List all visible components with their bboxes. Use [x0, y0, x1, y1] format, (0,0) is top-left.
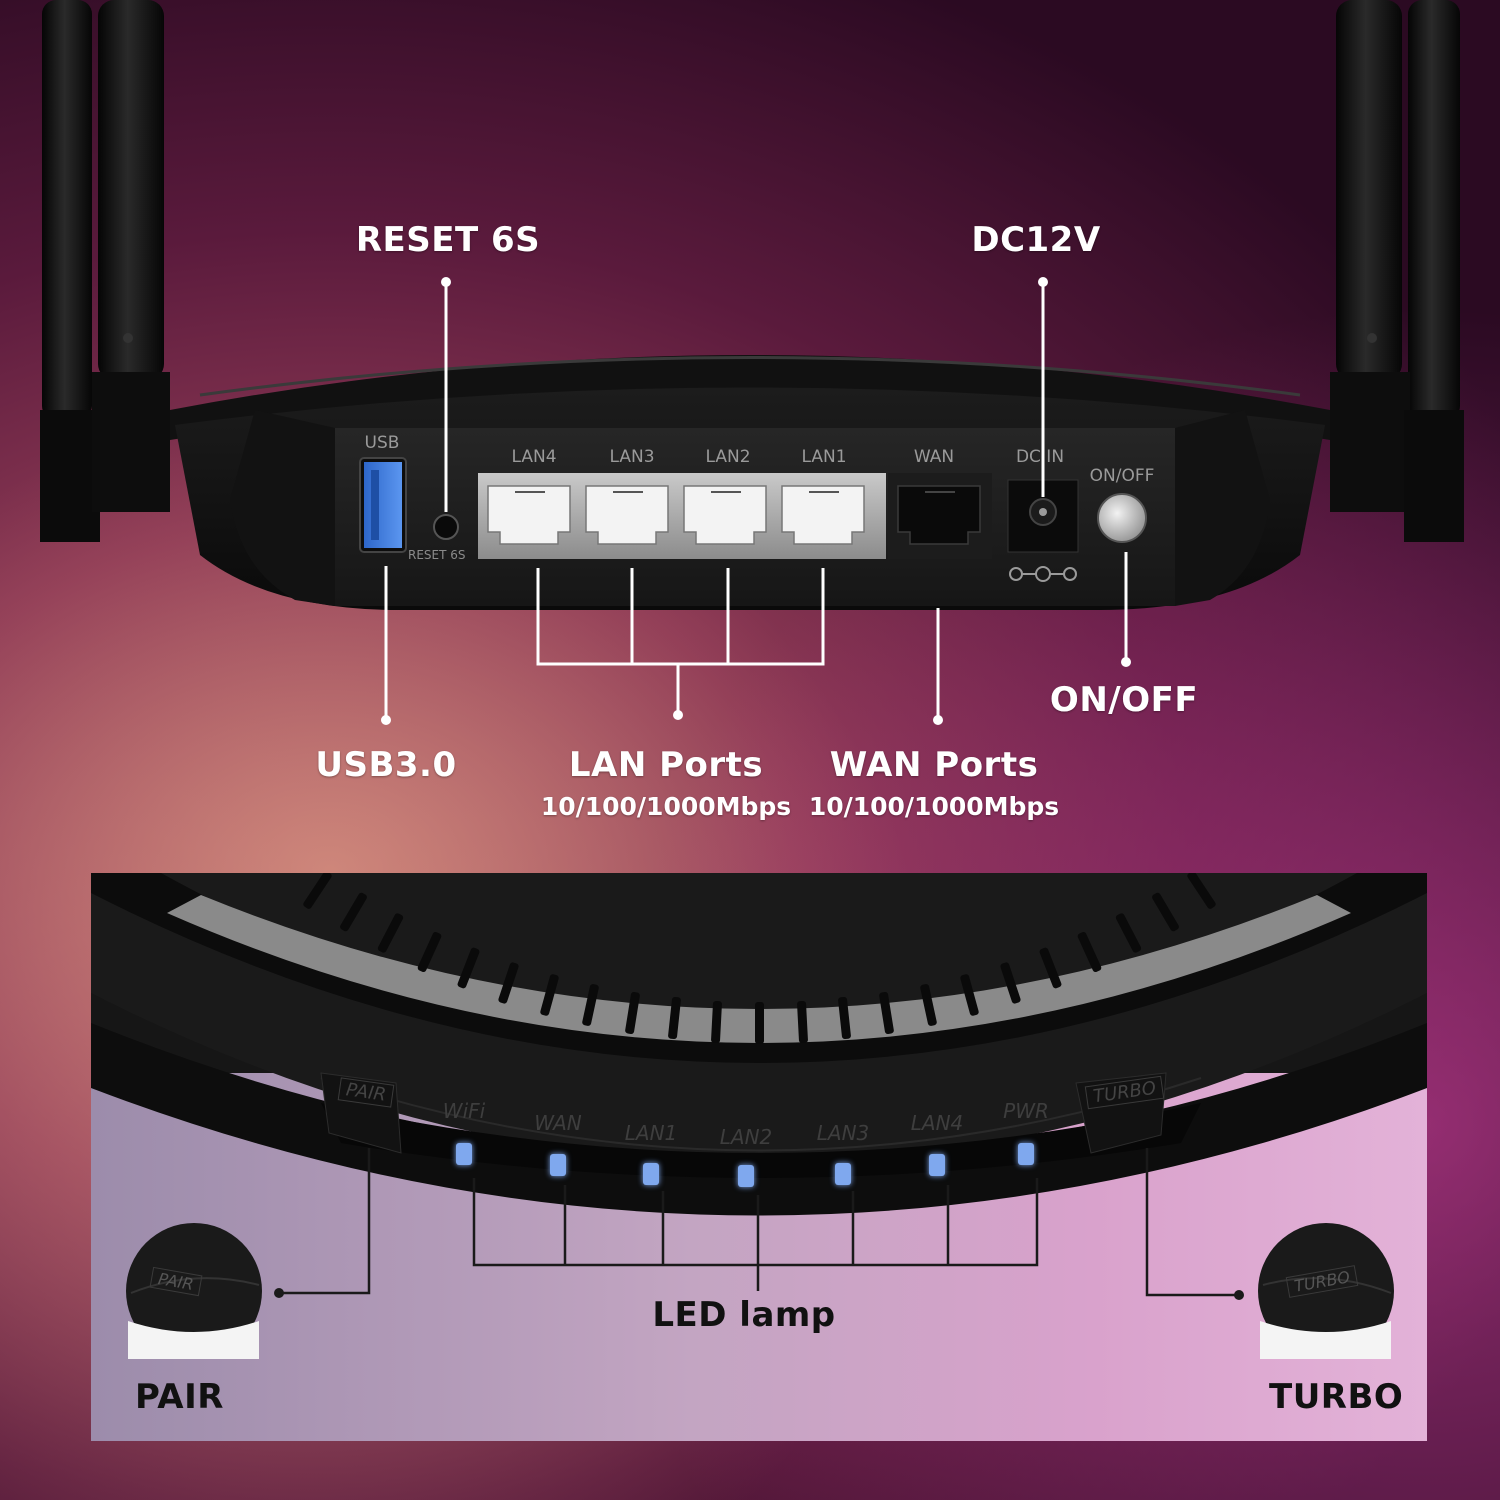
led-label-lan1: LAN1: [624, 1121, 678, 1145]
callout-lan-speed: 10/100/1000Mbps: [540, 792, 792, 821]
router-rear-illustration: [40, 0, 1464, 610]
led-label-pwr: PWR: [1003, 1099, 1049, 1123]
led-label-wifi: WiFi: [442, 1099, 486, 1123]
callout-wan-ports: WAN Ports: [829, 745, 1039, 785]
vent-slit: [755, 1002, 764, 1044]
vent-slits: [91, 873, 1427, 1441]
panel-label-lan2: LAN2: [705, 447, 751, 467]
callout-lan-ports: LAN Ports: [568, 745, 764, 785]
panel-label-reset: RESET 6S: [408, 548, 466, 562]
panel-label-usb: USB: [364, 433, 400, 453]
callout-dc12v: DC12V: [971, 220, 1101, 260]
callout-wan-speed: 10/100/1000Mbps: [808, 792, 1060, 821]
left-antennas: [40, 0, 170, 542]
callout-onoff: ON/OFF: [1049, 680, 1199, 720]
led-label-wan: WAN: [534, 1111, 582, 1135]
led-lan4: [929, 1154, 945, 1176]
panel-label-wan: WAN: [913, 447, 955, 467]
panel-label-onoff: ON/OFF: [1089, 466, 1155, 486]
led-lan3: [835, 1163, 851, 1185]
led-label-lan4: LAN4: [910, 1111, 964, 1135]
led-row: [91, 873, 1427, 1441]
panel-label-lan4: LAN4: [511, 447, 557, 467]
led-label-lan2: LAN2: [719, 1125, 773, 1149]
pair-inset: [126, 1223, 262, 1359]
panel-label-dcin: DC IN: [1015, 447, 1065, 467]
callout-usb3: USB3.0: [315, 745, 457, 785]
callout-pair: PAIR: [135, 1377, 224, 1417]
callout-led-lamp: LED lamp: [652, 1295, 836, 1335]
led-wifi: [456, 1143, 472, 1165]
led-pwr: [1018, 1143, 1034, 1165]
turbo-inset: [1258, 1223, 1394, 1359]
led-lan2: [738, 1165, 754, 1187]
panel-label-lan1: LAN1: [801, 447, 847, 467]
led-lan1: [643, 1163, 659, 1185]
callout-reset: RESET 6S: [355, 220, 541, 260]
callout-turbo: TURBO: [1269, 1377, 1404, 1417]
led-label-lan3: LAN3: [816, 1121, 870, 1145]
right-antennas: [1330, 0, 1464, 542]
led-wan: [550, 1154, 566, 1176]
panel-label-lan3: LAN3: [609, 447, 655, 467]
